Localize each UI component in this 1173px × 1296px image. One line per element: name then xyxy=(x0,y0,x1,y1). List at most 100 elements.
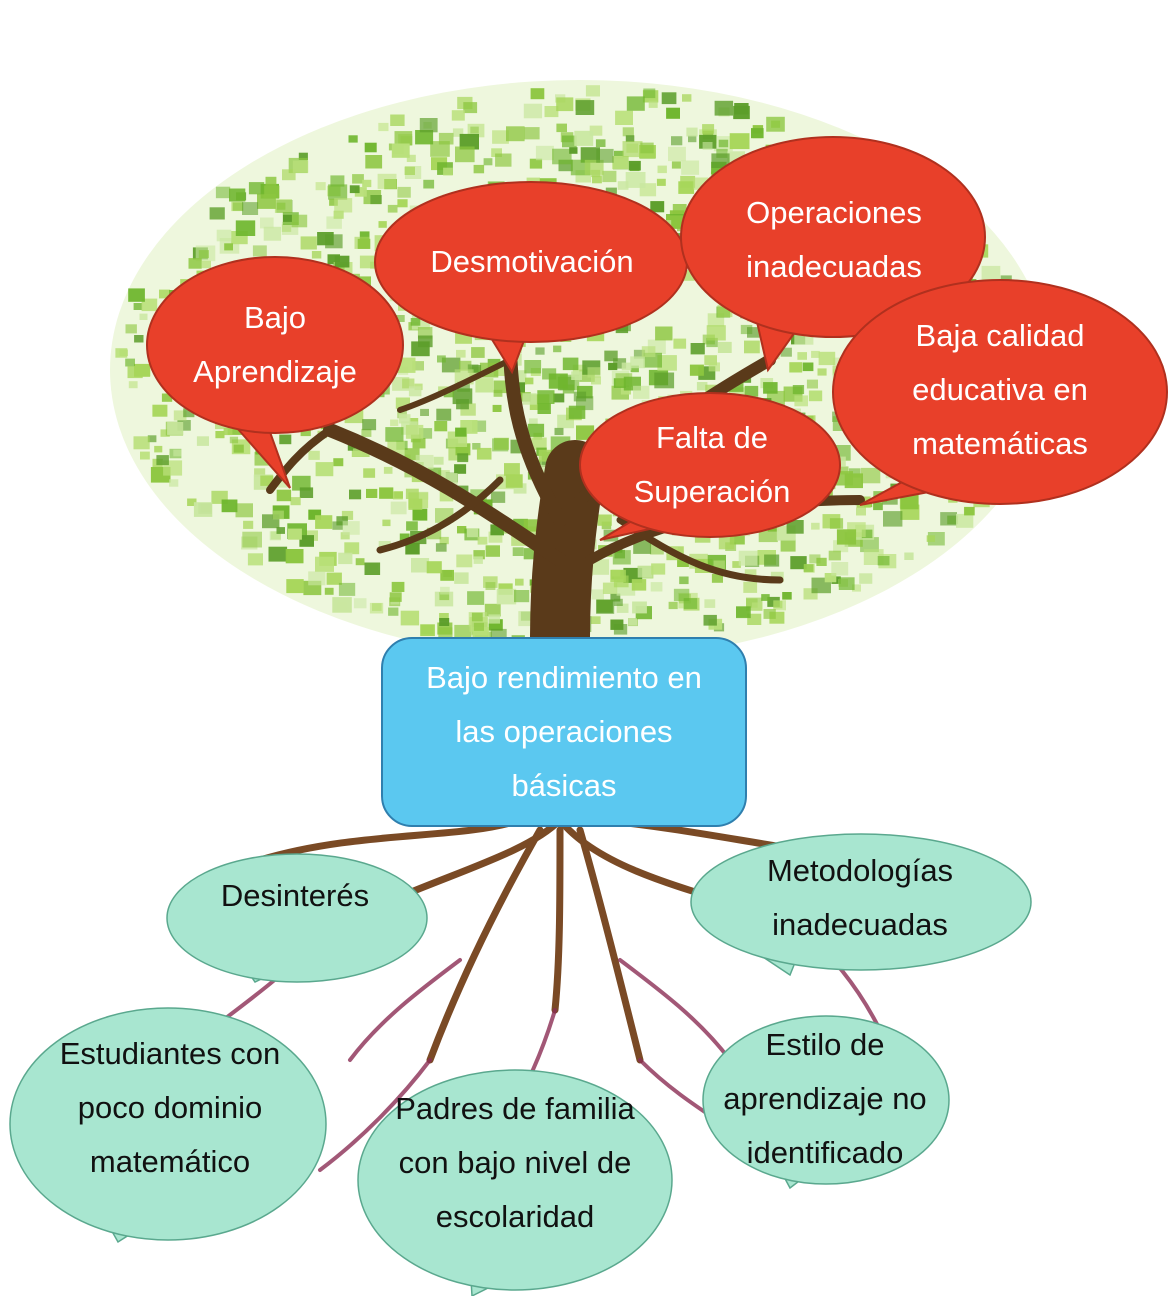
leaf xyxy=(397,186,411,198)
leaf xyxy=(811,522,820,530)
leaf xyxy=(438,132,454,145)
leaf xyxy=(395,397,410,409)
leaf xyxy=(405,543,420,555)
leaf xyxy=(718,536,735,550)
leaf xyxy=(389,592,402,602)
leaf xyxy=(475,378,494,393)
leaf xyxy=(530,88,545,100)
leaf xyxy=(569,147,578,154)
leaf xyxy=(628,160,641,171)
leaf xyxy=(764,554,780,567)
leaf xyxy=(706,337,718,348)
leaf xyxy=(366,488,378,498)
leaf xyxy=(688,135,697,143)
leaf xyxy=(193,502,213,517)
leaf xyxy=(535,347,545,355)
leaf xyxy=(235,503,253,518)
leaf xyxy=(364,562,381,575)
leaf xyxy=(357,238,371,249)
leaf xyxy=(690,343,705,355)
leaf xyxy=(378,122,389,132)
leaf xyxy=(633,539,652,554)
leaf xyxy=(454,572,469,584)
leaf xyxy=(308,571,326,586)
leaf xyxy=(362,179,372,188)
leaf xyxy=(359,231,370,240)
leaf xyxy=(161,393,173,402)
leaf xyxy=(633,349,646,359)
leaf xyxy=(488,614,500,624)
leaf xyxy=(575,100,595,115)
leaf xyxy=(467,528,479,538)
leaf xyxy=(789,362,803,373)
leaf xyxy=(637,565,653,578)
leaf xyxy=(596,148,614,163)
leaf xyxy=(649,543,664,555)
leaf xyxy=(782,592,792,600)
leaf xyxy=(610,569,626,583)
leaf xyxy=(455,146,475,163)
leaf xyxy=(558,159,573,172)
leaf xyxy=(260,217,274,229)
leaf xyxy=(562,384,575,394)
leaf xyxy=(177,420,191,431)
leaf xyxy=(673,588,690,602)
leaf xyxy=(733,105,750,120)
leaf xyxy=(657,355,677,371)
leaf xyxy=(439,613,449,621)
leaf xyxy=(299,535,314,547)
leaf xyxy=(454,624,472,639)
leaf xyxy=(263,185,280,199)
leaf xyxy=(713,560,725,570)
leaf xyxy=(338,582,356,596)
leaf xyxy=(648,100,658,108)
leaf xyxy=(342,521,360,535)
leaf xyxy=(553,345,562,353)
leaf xyxy=(359,255,376,269)
leaf xyxy=(633,385,650,399)
leaf xyxy=(650,582,663,592)
leaf xyxy=(224,243,233,251)
leaf xyxy=(523,103,543,119)
leaf xyxy=(602,582,618,594)
leaf xyxy=(340,532,350,540)
leaf xyxy=(405,424,424,439)
leaf xyxy=(488,619,503,631)
leaf xyxy=(681,270,695,281)
leaf xyxy=(265,176,277,186)
leaf xyxy=(333,210,344,219)
leaf xyxy=(523,548,538,560)
leaf xyxy=(524,127,540,140)
leaf xyxy=(596,599,614,614)
leaf xyxy=(198,250,209,259)
leaf xyxy=(780,347,792,357)
leaf xyxy=(242,531,262,548)
leaf xyxy=(260,475,274,486)
leaf xyxy=(247,553,263,566)
leaf xyxy=(471,420,487,432)
leaf xyxy=(495,153,512,167)
leaf xyxy=(433,456,444,465)
leaf xyxy=(595,139,606,147)
leaf xyxy=(231,201,244,212)
leaf xyxy=(824,573,837,583)
leaf xyxy=(209,207,225,220)
leaf xyxy=(333,458,344,467)
leaf xyxy=(456,349,466,358)
leaf xyxy=(640,142,654,154)
leaf xyxy=(173,410,187,421)
leaf xyxy=(492,404,502,412)
leaf xyxy=(613,358,627,369)
leaf xyxy=(613,598,623,606)
leaf xyxy=(338,552,353,565)
leaf xyxy=(650,201,665,213)
leaf xyxy=(454,464,467,474)
leaf xyxy=(605,187,617,197)
leaf xyxy=(525,377,534,385)
leaf xyxy=(243,520,254,529)
leaf xyxy=(285,549,304,564)
